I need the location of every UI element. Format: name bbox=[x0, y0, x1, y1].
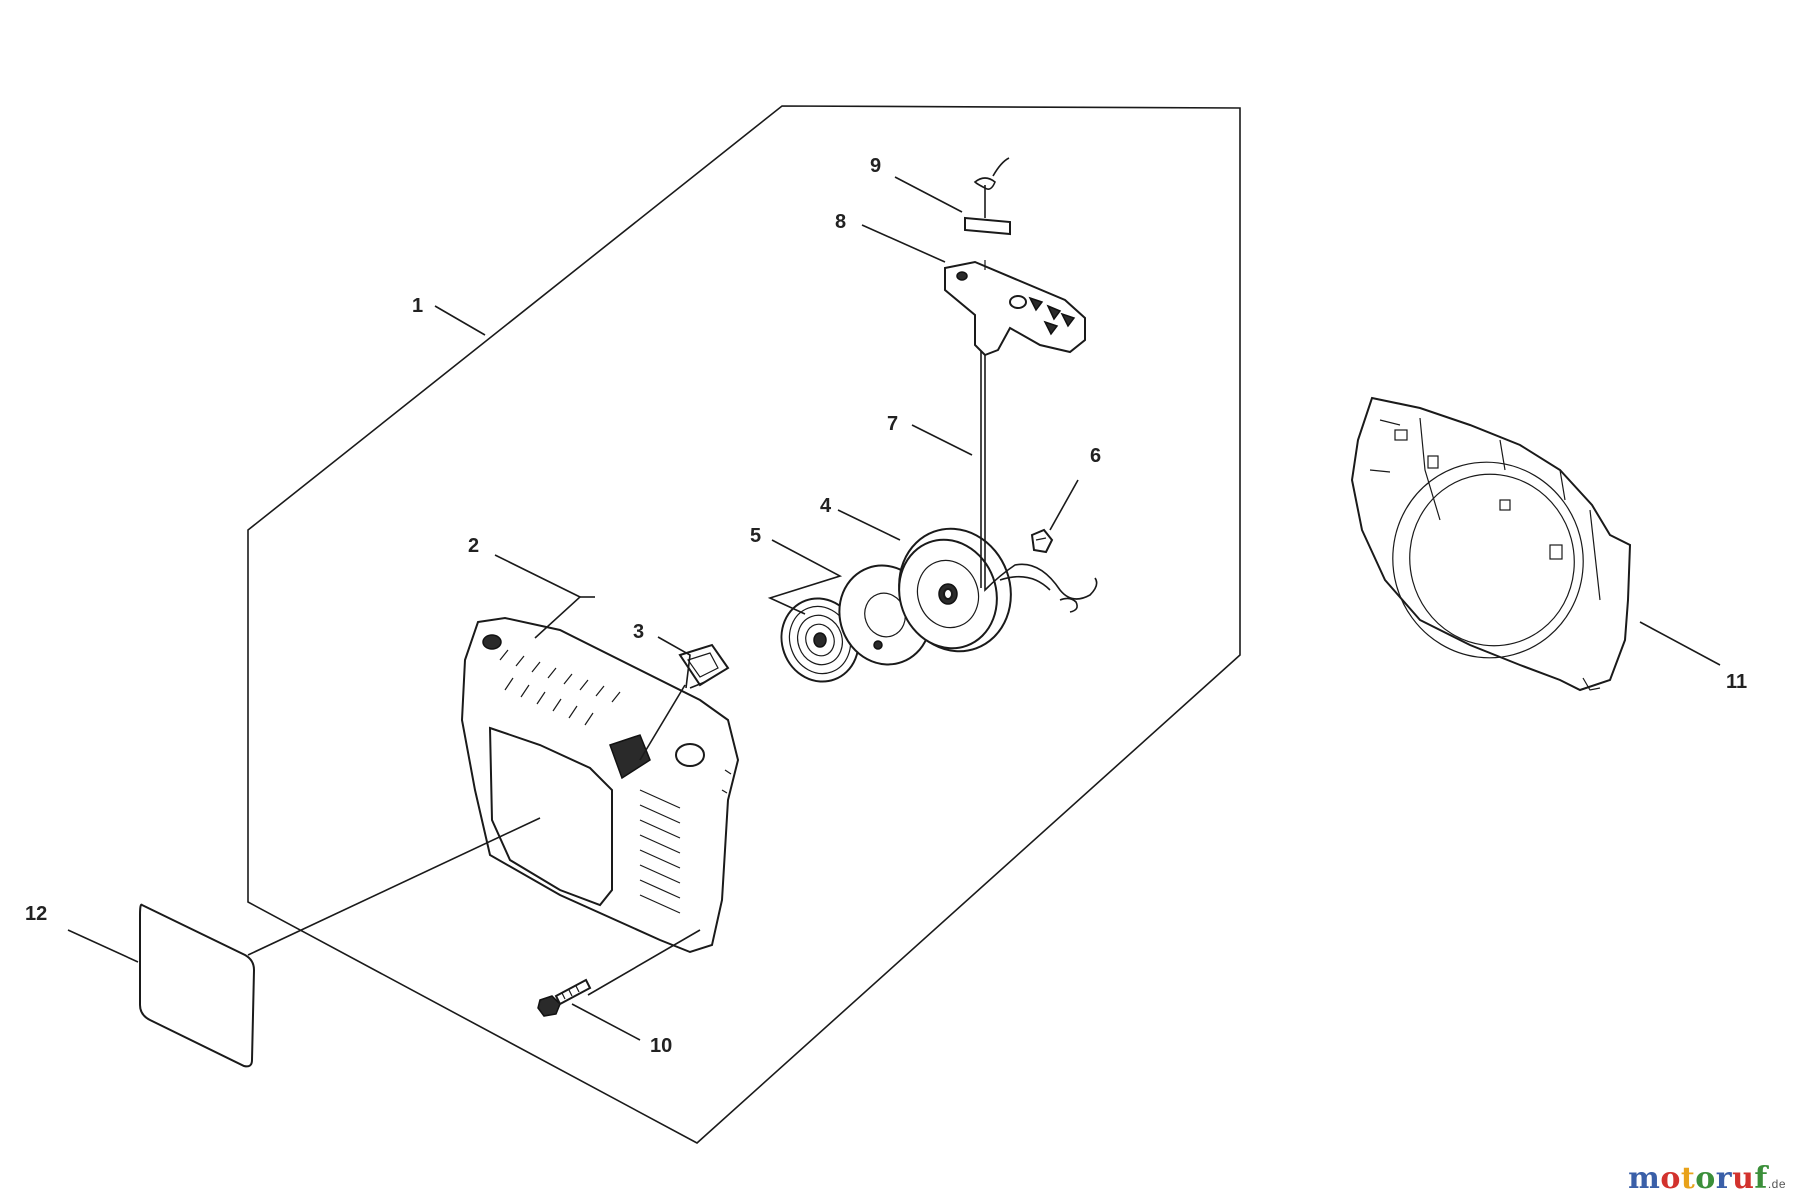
callout-1: 1 bbox=[412, 295, 423, 317]
part-8-starter-handle bbox=[944, 260, 1086, 357]
part-2-starter-cover bbox=[460, 616, 740, 954]
watermark-letter: t bbox=[1680, 1161, 1696, 1196]
callout-11: 11 bbox=[1726, 671, 1747, 693]
watermark-letter: r bbox=[1715, 1161, 1733, 1196]
callout-3: 3 bbox=[633, 621, 644, 643]
callout-10: 10 bbox=[650, 1035, 672, 1057]
callout-9: 9 bbox=[870, 155, 881, 177]
callout-6: 6 bbox=[1090, 445, 1101, 467]
watermark-letter: o bbox=[1695, 1161, 1716, 1196]
motoruf-watermark: motoruf.de bbox=[1628, 1161, 1786, 1196]
callout-4: 4 bbox=[820, 495, 832, 517]
watermark-letter: u bbox=[1732, 1161, 1755, 1196]
callout-5: 5 bbox=[750, 525, 761, 547]
assembly-boundary bbox=[247, 105, 1241, 1144]
callout-2: 2 bbox=[468, 535, 479, 557]
part-4-rope-pulley bbox=[898, 527, 1012, 653]
part-9-rope-retainer bbox=[964, 157, 1011, 236]
part-10-bolt bbox=[537, 978, 592, 1017]
part-11-fan-housing bbox=[1350, 396, 1632, 692]
watermark-letter: f bbox=[1754, 1161, 1768, 1196]
part-3-rope-guide bbox=[678, 643, 730, 687]
part-7-starter-rope bbox=[980, 340, 1098, 613]
watermark-suffix: .de bbox=[1767, 1177, 1786, 1191]
watermark-letter: m bbox=[1628, 1161, 1661, 1196]
callout-7: 7 bbox=[887, 413, 898, 435]
leader-lines bbox=[67, 176, 1721, 1041]
part-6-pawl bbox=[1030, 528, 1054, 554]
callout-labels: 1 2 3 4 5 6 7 8 9 10 11 12 bbox=[25, 155, 1747, 1057]
part-12-decal bbox=[139, 903, 256, 1068]
watermark-letter: o bbox=[1660, 1161, 1681, 1196]
callout-8: 8 bbox=[835, 211, 846, 233]
callout-12: 12 bbox=[25, 903, 47, 925]
